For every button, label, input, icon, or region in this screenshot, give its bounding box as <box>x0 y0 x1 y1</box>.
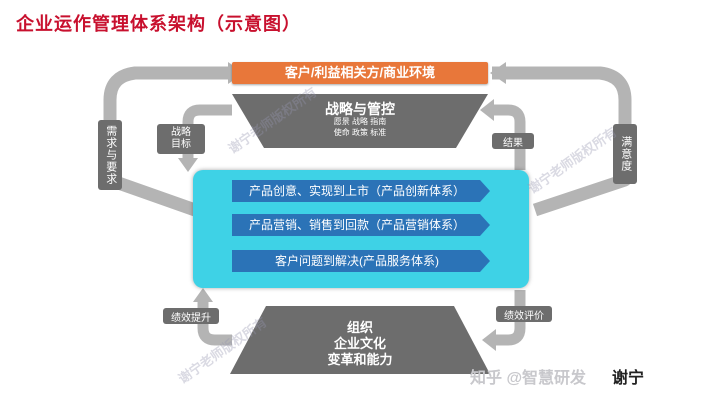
strategy-sub-line2: 使命 政策 标准 <box>333 128 387 137</box>
perf-improve-arrow <box>197 300 232 346</box>
results-arrow <box>492 104 526 170</box>
satisfaction-label: 满意度 <box>613 124 637 184</box>
perf-eval-arrow <box>494 290 526 346</box>
author-watermark: 谢宁 <box>612 364 645 388</box>
strategy-goals-text: 战略目标 <box>171 127 191 150</box>
results-label: 结果 <box>492 133 534 149</box>
perf-improve-arrow-head <box>193 288 213 302</box>
page-title: 企业运作管理体系架构（示意图） <box>16 14 301 34</box>
satisfaction-arrow-head <box>490 62 506 84</box>
org-line2: 企业文化 <box>333 336 386 351</box>
needs-label: 需求与要求 <box>98 120 122 190</box>
org-trapezoid <box>230 306 490 374</box>
results-arrow-head <box>480 99 494 121</box>
process-service: 客户问题到解决(产品服务体系) <box>275 254 439 268</box>
strategy-goals-arrow <box>182 104 232 160</box>
strategy-goals-label: 战略目标 <box>157 124 205 154</box>
strategy-trapezoid <box>232 94 488 148</box>
org-line1: 组织 <box>346 320 373 335</box>
satisfaction-loop-arrow <box>492 66 632 217</box>
strategy-title: 战略与管控 <box>325 101 395 117</box>
stakeholder-bar: 客户/利益相关方/商业环境 <box>232 62 488 84</box>
org-capability-text: 组织 企业文化 变革和能力 <box>300 320 420 368</box>
zhihu-watermark: 知乎 @智慧研发 <box>470 370 587 387</box>
perf-eval-label: 绩效评价 <box>496 306 552 322</box>
perf-improve-label: 绩效提升 <box>163 308 219 324</box>
strategy-sub-line1: 愿景 战略 指南 <box>333 117 387 126</box>
needs-loop-arrow <box>103 66 228 217</box>
strategy-subtitle: 愿景 战略 指南 使命 政策 标准 <box>310 116 410 138</box>
strategy-goals-arrow-head <box>178 158 198 172</box>
org-line3: 变革和能力 <box>327 352 393 367</box>
perf-eval-arrow-head <box>482 329 496 351</box>
process-innovation: 产品创意、实现到上市（产品创新体系） <box>248 184 465 198</box>
process-marketing: 产品营销、销售到回款（产品营销体系） <box>248 218 465 232</box>
